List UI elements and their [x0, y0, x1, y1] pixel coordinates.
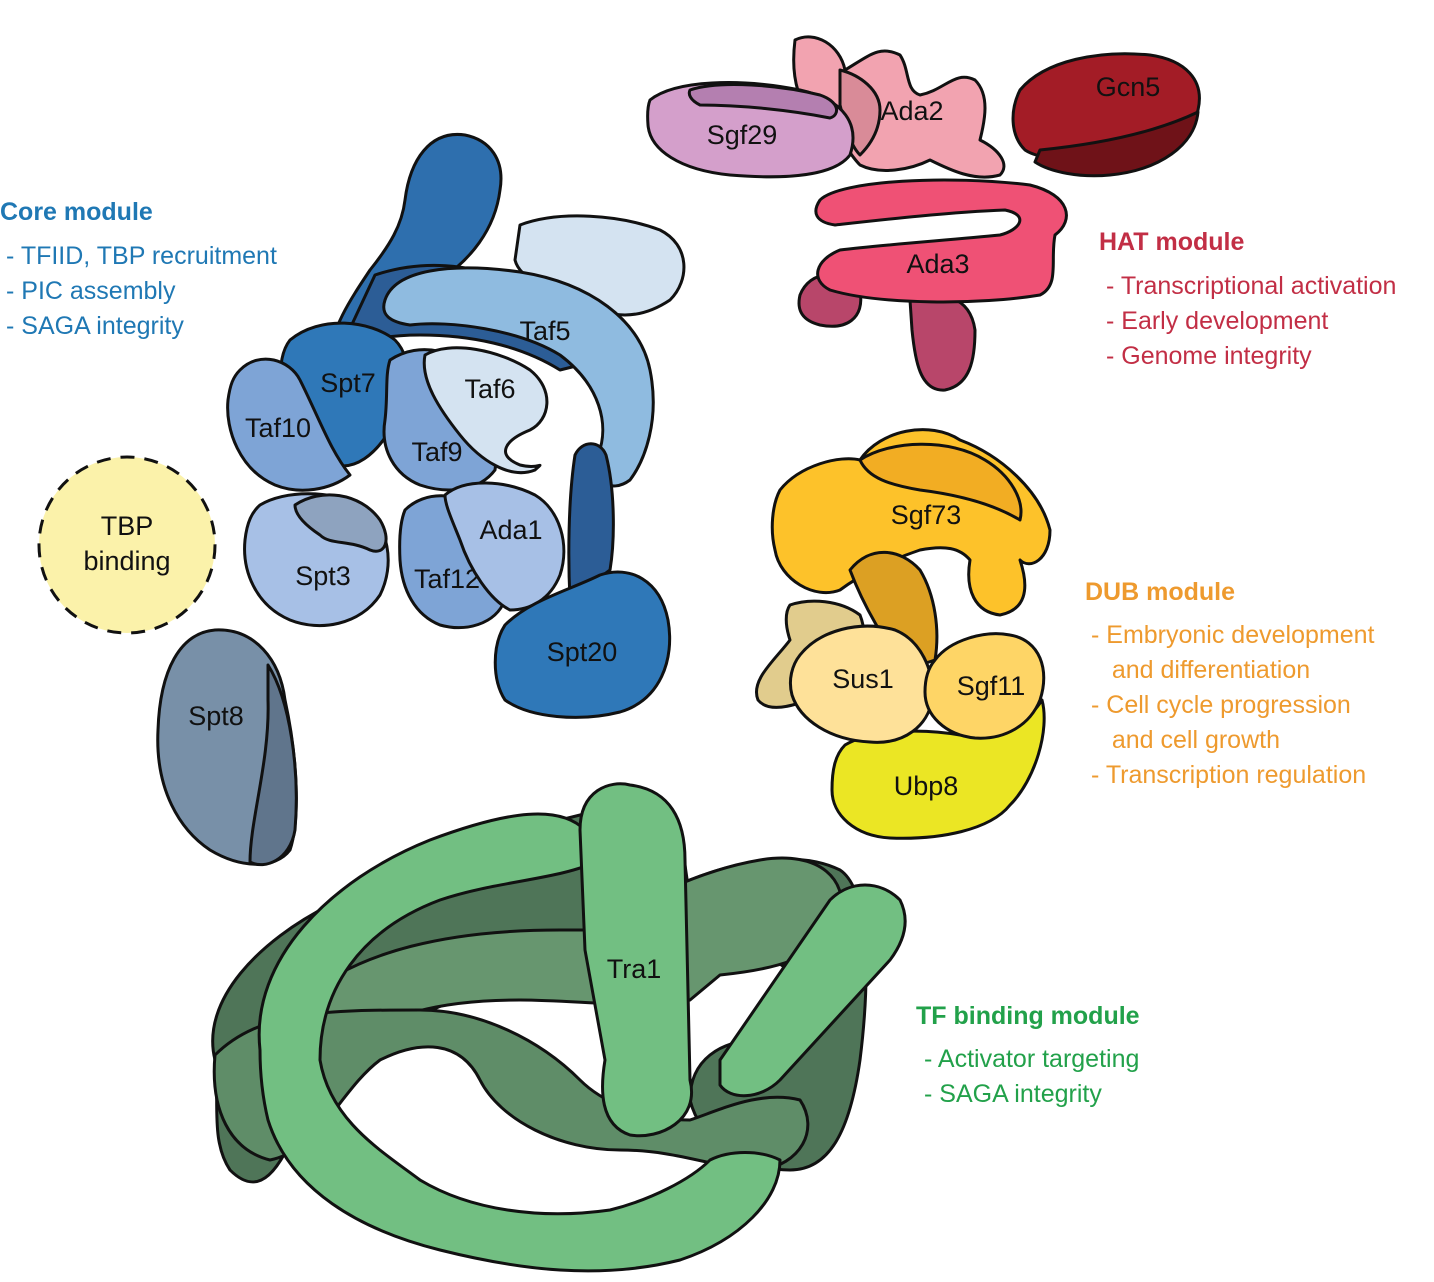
- spt3-label: Spt3: [295, 561, 351, 591]
- sgf11-protein: [923, 632, 1046, 740]
- taf5-protein: [382, 266, 655, 488]
- sus1-label: Sus1: [832, 664, 894, 694]
- spt20-protein: [493, 570, 672, 719]
- core-module-function-item: - PIC assembly: [6, 277, 176, 305]
- tra1-ring: [257, 812, 782, 1273]
- spt7-label: Spt7: [320, 368, 376, 398]
- hat-module-title: HAT module: [1099, 228, 1245, 256]
- dub-module-functions: - Embryonic development and differentiat…: [1091, 618, 1374, 793]
- core-module-function-item: - TFIID, TBP recruitment: [6, 242, 277, 270]
- tra1-label: Tra1: [607, 954, 662, 984]
- spt3-top-fold: [293, 493, 388, 553]
- taf6-protein: [422, 346, 549, 475]
- tf-module-title: TF binding module: [916, 1002, 1140, 1030]
- tra1-diagonal-rod: [718, 883, 907, 1098]
- sgf29-fold: [687, 83, 838, 120]
- spt20-label: Spt20: [547, 637, 618, 667]
- taf5-label: Taf5: [519, 316, 570, 346]
- dub-module-function-item: and differentiation: [1091, 656, 1311, 684]
- gcn5-lower-fold: [1033, 110, 1200, 178]
- spt8-fold: [248, 663, 298, 867]
- tra1-protein: Tra1: [211, 782, 907, 1273]
- spt8-label: Spt8: [188, 701, 244, 731]
- dub-module-proteins: Sgf73 Ubp8 Sus1 Sgf11: [755, 428, 1052, 840]
- core-module-functions: - TFIID, TBP recruitment - PIC assembly …: [6, 239, 277, 344]
- taf10-label: Taf10: [245, 413, 311, 443]
- dub-module-function-item: and cell growth: [1091, 726, 1280, 754]
- tbp-binding-line1: TBP: [101, 511, 154, 541]
- core-module-title: Core module: [0, 198, 153, 226]
- ada1-label: Ada1: [479, 515, 542, 545]
- hat-module-function-item: - Genome integrity: [1106, 342, 1312, 370]
- taf12-label: Taf12: [414, 564, 480, 594]
- gcn5-label: Gcn5: [1096, 72, 1161, 102]
- spt20-stalk: [567, 442, 615, 602]
- taf10-protein: [226, 357, 352, 492]
- sgf73-linker: [848, 550, 939, 672]
- dub-module-function-item: - Embryonic development: [1091, 621, 1375, 649]
- dub-module-title: DUB module: [1085, 578, 1235, 606]
- hat-module-function-item: - Transcriptional activation: [1106, 272, 1397, 300]
- tf-module-function-item: - SAGA integrity: [924, 1080, 1102, 1108]
- tra1-vertical-rod: [578, 782, 694, 1138]
- ubp8-label: Ubp8: [894, 771, 959, 801]
- tbp-binding-site: [37, 455, 217, 635]
- ada2-label: Ada2: [880, 96, 943, 126]
- tf-module-functions: - Activator targeting - SAGA integrity: [924, 1042, 1139, 1112]
- tf-module-function-item: - Activator targeting: [924, 1045, 1140, 1073]
- core-module-proteins: Spt8 TBP binding Taf5 Spt7 Taf10 Taf9 Ta…: [37, 132, 686, 867]
- taf6-label: Taf6: [464, 374, 515, 404]
- hat-module-function-item: - Early development: [1106, 307, 1329, 335]
- tbp-binding-line2: binding: [83, 546, 170, 576]
- ada3-protein: [814, 178, 1068, 304]
- core-module-function-item: - SAGA integrity: [6, 312, 184, 340]
- sgf73-label: Sgf73: [891, 500, 962, 530]
- hat-module-functions: - Transcriptional activation - Early dev…: [1106, 269, 1396, 374]
- sgf11-label: Sgf11: [957, 671, 1026, 701]
- dub-module-function-item: - Cell cycle progression: [1091, 691, 1351, 719]
- sgf73-fold: [858, 442, 1023, 522]
- ada3-label: Ada3: [906, 249, 969, 279]
- ada3-lower-lobe: [908, 293, 977, 392]
- dub-module-function-item: - Transcription regulation: [1091, 761, 1367, 789]
- hat-module-proteins: Ada2 Sgf29 Gcn5 Ada3: [646, 35, 1201, 392]
- taf9-label: Taf9: [411, 437, 462, 467]
- sus1-protein: [788, 624, 934, 744]
- sgf29-label: Sgf29: [707, 120, 778, 150]
